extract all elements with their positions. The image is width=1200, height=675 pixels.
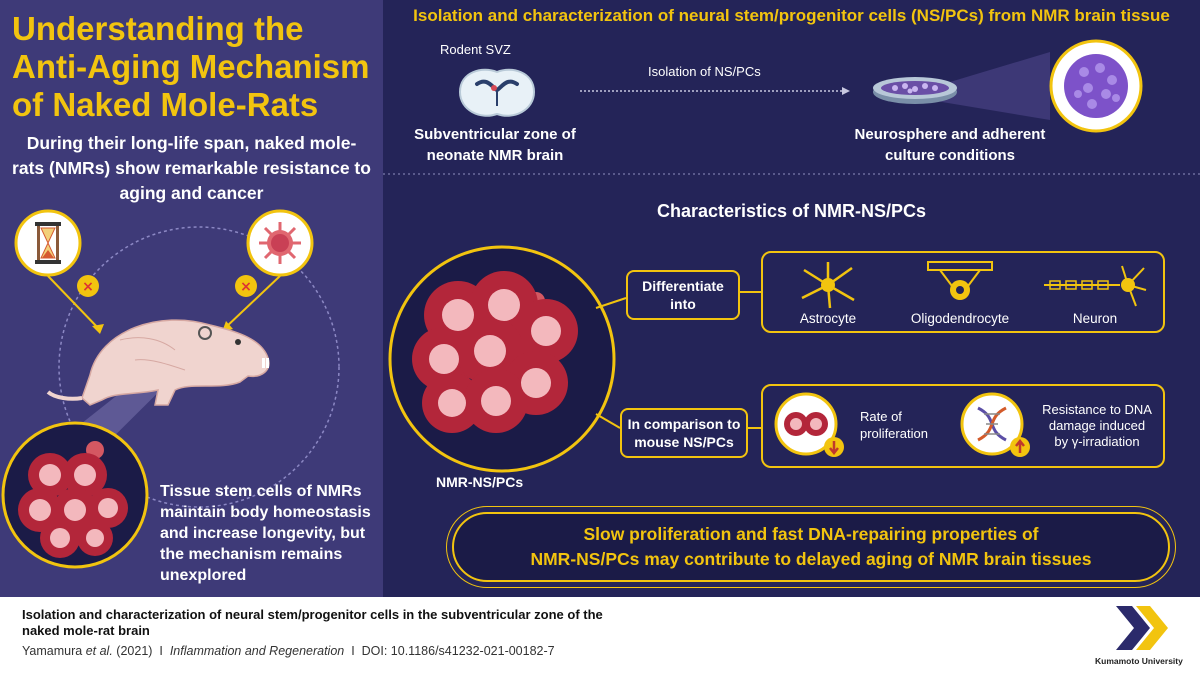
nspc-cells: [412, 271, 578, 433]
conclusion-outer-ring: [446, 506, 1176, 588]
isolation-label: Isolation of NS/PCs: [648, 64, 761, 79]
title-line-1: Understanding the: [12, 10, 304, 47]
resistance-line-3: by γ-irradiation: [1054, 434, 1140, 449]
svg-text:×: ×: [82, 279, 94, 295]
resistance-caption: Resistance to DNA damage induced by γ-ir…: [1038, 402, 1156, 450]
footer-title: Isolation and characterization of neural…: [22, 607, 603, 638]
resistance-line-1: Resistance to DNA: [1042, 402, 1152, 417]
resistance-line-2: damage induced: [1048, 418, 1146, 433]
isolation-arrow: [580, 87, 850, 95]
citation-separator: I: [351, 644, 355, 658]
culture-dish-icon: [873, 52, 1050, 120]
culture-caption: Neurosphere and adherent culture conditi…: [835, 124, 1065, 166]
right-header: Isolation and characterization of neural…: [413, 6, 1170, 25]
characteristics-title: Characteristics of NMR-NS/PCs: [656, 201, 927, 221]
oligodendrocyte-icon: [927, 261, 993, 300]
stem-cell-cluster-icon: [18, 441, 128, 558]
astrocyte-label: Astrocyte: [799, 311, 857, 326]
svg-text:×: ×: [240, 279, 252, 295]
proliferation-line-2: proliferation: [860, 426, 928, 441]
neuron-icon: [1044, 265, 1147, 307]
nmr-nspc-cluster: [388, 245, 616, 473]
intro-text: During their long-life span, naked mole-…: [0, 131, 383, 206]
citation-separator: I: [159, 644, 163, 658]
cancer-cell-icon: [246, 209, 314, 277]
intro-paragraph: During their long-life span, naked mole-…: [12, 133, 371, 203]
block-x-icon: ×: [47, 275, 104, 334]
differentiate-line-1: Differentiate: [642, 278, 724, 294]
neuron-label: Neuron: [1072, 311, 1118, 326]
title-line-3: of Naked Mole-Rats: [12, 86, 319, 123]
conclusion-line-2: NMR-NS/PCs may contribute to delayed agi…: [530, 549, 1092, 569]
nmr-nspc-label: NMR-NS/PCs: [436, 474, 524, 490]
conclusion-line-1: Slow proliferation and fast DNA-repairin…: [583, 524, 1039, 544]
brain-section-icon: [458, 68, 536, 117]
neurosphere-icon: [1049, 39, 1143, 133]
dna-repair-icon: [960, 392, 1030, 457]
tissue-text: Tissue stem cells of NMRs maintain body …: [160, 483, 371, 584]
oligodendrocyte-label: Oligodendrocyte: [910, 311, 1010, 326]
citation-year: (2021): [116, 644, 153, 658]
naked-mole-rat: [46, 319, 270, 406]
proliferation-icon: [774, 392, 844, 457]
comparison-line-2: mouse NS/PCs: [634, 434, 734, 450]
main-title: Understanding the Anti-Aging Mechanism o…: [12, 10, 372, 124]
hourglass-icon: [14, 209, 82, 277]
proliferation-caption: Rate of proliferation: [860, 408, 928, 442]
differentiate-pill: Differentiate into: [626, 270, 740, 320]
svz-caption-line-2: neonate NMR brain: [426, 147, 564, 164]
citation-doi: DOI: 10.1186/s41232-021-00182-7: [361, 644, 555, 658]
section-divider: [383, 173, 1200, 175]
title-line-2: Anti-Aging Mechanism: [12, 48, 370, 85]
block-x-icon: ×: [222, 275, 281, 332]
citation-journal: Inflammation and Regeneration: [169, 644, 345, 658]
comparison-line-1: In comparison to: [627, 416, 741, 432]
university-name: Kumamoto University: [1095, 656, 1183, 666]
differentiation-box: [761, 251, 1165, 333]
differentiate-line-2: into: [670, 296, 696, 312]
comparison-box: [761, 384, 1165, 468]
footer-citation: Yamamura et al. (2021) I Inflammation an…: [22, 644, 555, 658]
conclusion-banner: Slow proliferation and fast DNA-repairin…: [452, 512, 1170, 582]
kumamoto-logo-icon: [1116, 606, 1168, 650]
citation-authors: Yamamura: [22, 644, 83, 658]
comparison-pill: In comparison to mouse NS/PCs: [620, 408, 748, 458]
svz-caption: Subventricular zone of neonate NMR brain: [397, 124, 593, 166]
rodent-svz-label: Rodent SVZ: [440, 42, 511, 57]
citation-et-al: et al.: [85, 644, 113, 658]
culture-caption-line-1: Neurosphere and adherent: [854, 126, 1046, 143]
astrocyte-icon: [801, 262, 855, 309]
svz-caption-line-1: Subventricular zone of: [414, 126, 576, 143]
proliferation-line-1: Rate of: [860, 409, 902, 424]
culture-caption-line-2: culture conditions: [884, 147, 1015, 164]
